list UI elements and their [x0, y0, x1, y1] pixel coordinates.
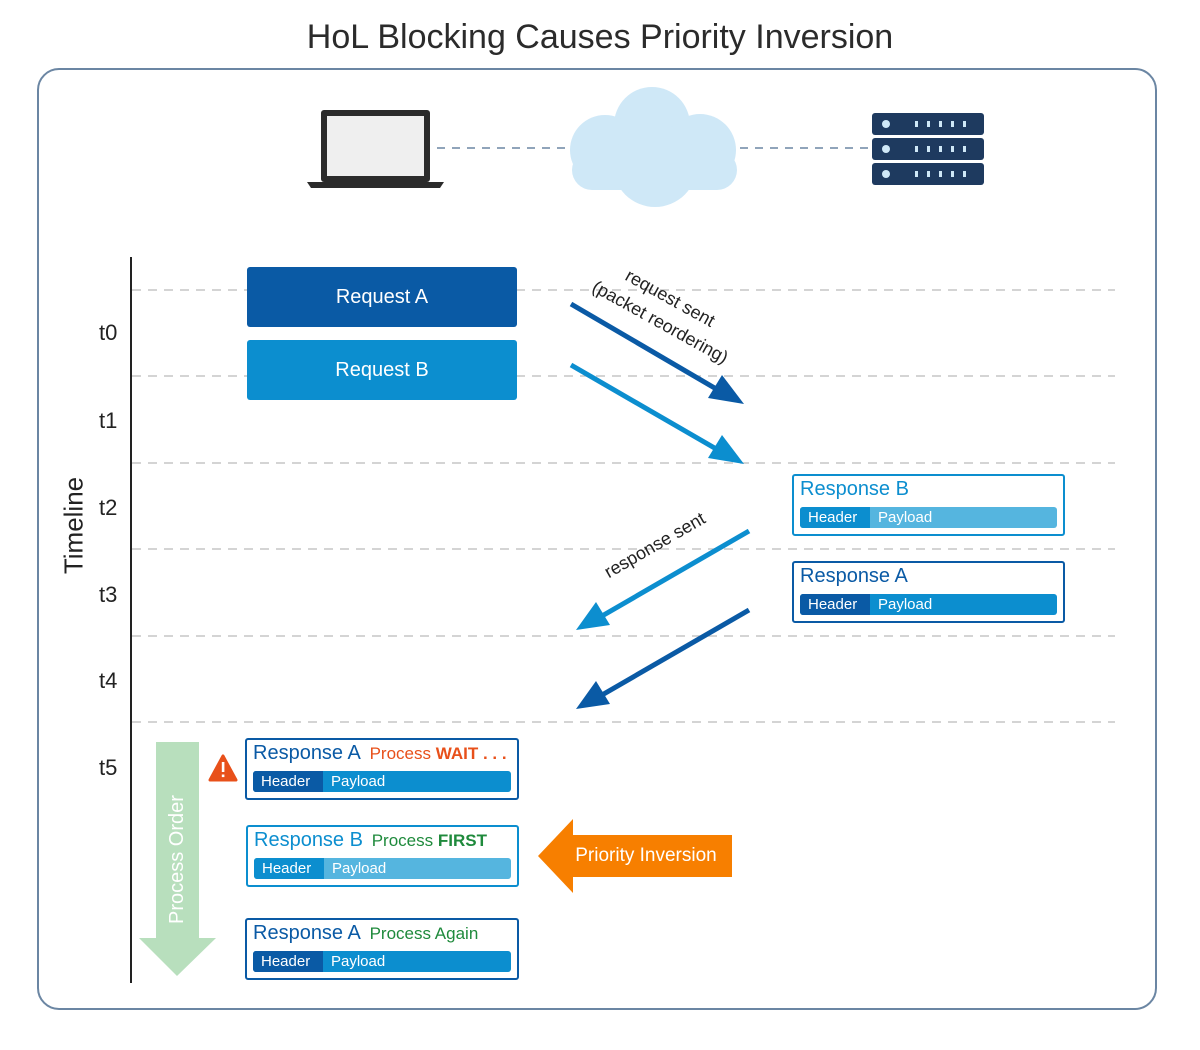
payload-segment: Payload — [331, 953, 386, 970]
request-a-arrow — [569, 301, 744, 404]
client-response-a-again-title: Response A Process Again — [253, 922, 478, 945]
request-a-box: Request A — [247, 267, 517, 327]
process-order-label: Process Order — [166, 795, 188, 924]
status-word: FIRST — [437, 831, 487, 850]
tick-t5: t5 — [99, 755, 118, 780]
header-segment: Header — [253, 951, 323, 972]
status-word: WAIT . . . — [435, 744, 507, 763]
process-order-arrow — [139, 742, 216, 976]
priority-inversion-label: Priority Inversion — [575, 845, 717, 866]
server-response-a-packet: Header Payload — [800, 594, 1057, 615]
response-b-arrow — [576, 528, 751, 630]
client-response-b-first-packet: Header Payload — [254, 858, 511, 879]
header-segment: Header — [253, 771, 323, 792]
request-b-label: Request B — [335, 358, 429, 381]
server-response-a-title: Response A — [800, 565, 908, 587]
request-b-box: Request B — [247, 340, 517, 400]
payload-segment: Payload — [878, 596, 933, 613]
server-rack-icon — [872, 113, 984, 185]
response-a-arrow — [576, 607, 751, 709]
response-name: Response B — [254, 829, 363, 851]
status-text: Process WAIT . . . — [365, 744, 507, 763]
tick-t2: t2 — [99, 495, 118, 520]
payload-segment: Payload — [332, 860, 387, 877]
cloud-icon — [570, 87, 737, 207]
priority-inversion-arrow — [538, 819, 732, 893]
server-response-b-title: Response B — [800, 478, 909, 500]
status-prefix: Process — [371, 831, 434, 850]
client-response-a-wait-packet: Header Payload — [253, 771, 511, 792]
header-segment: Header — [800, 594, 870, 615]
timeline-label: Timeline — [58, 476, 89, 575]
client-response-b-first: Response B Process FIRST Header Payload — [246, 825, 519, 887]
status-prefix: Process — [369, 744, 432, 763]
header-segment: Header — [800, 507, 870, 528]
header-segment: Header — [254, 858, 324, 879]
tick-t1: t1 — [99, 408, 118, 433]
server-response-b: Response B Header Payload — [792, 474, 1065, 536]
request-a-label: Request A — [335, 285, 429, 308]
warning-icon — [208, 754, 238, 782]
request-b-arrow — [569, 362, 744, 464]
tick-t3: t3 — [99, 582, 118, 607]
laptop-icon — [307, 110, 444, 188]
status-text: Process Again — [365, 924, 479, 943]
payload-segment: Payload — [878, 509, 933, 526]
response-name: Response A — [253, 742, 361, 764]
payload-segment: Payload — [331, 773, 386, 790]
server-response-a: Response A Header Payload — [792, 561, 1065, 623]
client-response-a-wait: Response A Process WAIT . . . Header Pay… — [245, 738, 519, 800]
client-response-a-again-packet: Header Payload — [253, 951, 511, 972]
tick-t4: t4 — [99, 668, 118, 693]
tick-t0: t0 — [99, 320, 118, 345]
status-text: Process FIRST — [367, 831, 487, 850]
status-prefix: Process Again — [369, 924, 479, 943]
diagram-title: HoL Blocking Causes Priority Inversion — [306, 18, 894, 56]
client-response-a-again: Response A Process Again Header Payload — [245, 918, 519, 980]
client-response-a-wait-title: Response A Process WAIT . . . — [253, 742, 507, 765]
server-response-b-packet: Header Payload — [800, 507, 1057, 528]
client-response-b-first-title: Response B Process FIRST — [254, 829, 487, 852]
response-name: Response A — [253, 922, 361, 944]
